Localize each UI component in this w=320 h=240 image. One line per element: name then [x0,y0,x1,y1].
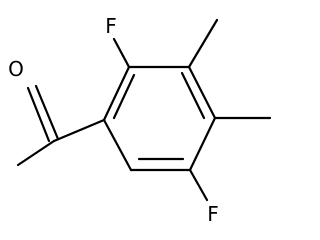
bond-ring-4 [188,116,217,172]
fluorine-top-label: F [105,14,117,38]
bond-ring-1 [102,65,131,122]
oxygen-label: O [8,57,24,81]
molecule-diagram: O F F [8,14,272,226]
fluorine-bottom-label: F [207,202,219,226]
bond-methyl-carbonyl [16,139,56,167]
bond-ring-3 [187,65,217,120]
bond-ring-6 [102,118,133,172]
bond-carbonyl-ring [52,118,106,143]
bond-ring-1-double [112,73,136,120]
bond-carbonyl-double-outer [26,86,51,143]
bond-fluorine-bottom [188,168,209,202]
bond-carbonyl-double-inner [34,84,60,141]
bond-fluorine-top [112,37,131,69]
bond-ring-3-double [180,71,206,120]
structure-canvas: O F F [8,14,272,226]
bond-methyl-top [187,18,219,69]
